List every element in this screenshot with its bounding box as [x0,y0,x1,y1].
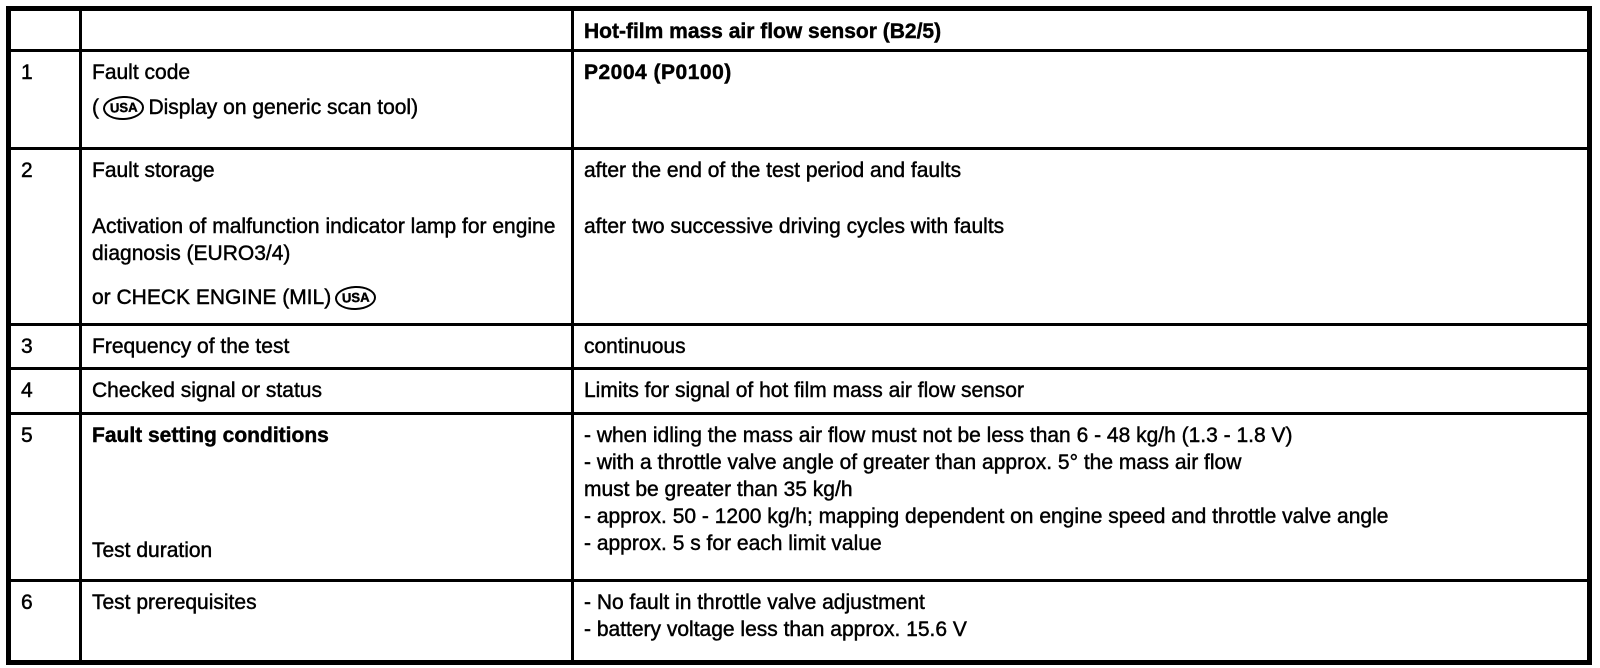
table-row-frequency: 3 Frequency of the test continuous [7,323,1591,370]
table-row-fault-storage: 2 Fault storage Activation of malfunctio… [7,147,1591,326]
driving-cycles-value: after two successive driving cycles with… [584,215,1005,238]
usa-badge-icon: USA [102,95,145,122]
check-engine-label: or CHECK ENGINE (MIL)USA [92,284,561,312]
test-duration-label: Test duration [92,539,213,562]
row2-value-cell: after the end of the test period and fau… [571,147,1591,326]
usa-badge-icon: USA [334,285,378,312]
mil-activation-label: Activation of malfunction indicator lamp… [92,215,556,265]
row5-label-cell: Fault setting conditions Test duration [79,412,574,582]
table-row-test-prerequisites: 6 Test prerequisites - No fault in throt… [7,579,1591,664]
test-prerequisites-label: Test prerequisites [92,591,257,614]
check-engine-text: or CHECK ENGINE (MIL) [92,286,332,309]
row4-value-cell: Limits for signal of hot film mass air f… [571,367,1591,415]
header-title-cell: Hot-film mass air flow sensor (B2/5) [571,7,1591,52]
sensor-title: Hot-film mass air flow sensor (B2/5) [584,20,942,43]
row4-label-cell: Checked signal or status [79,367,574,415]
row1-number-cell: 1 [7,49,82,150]
frequency-value: continuous [584,335,686,358]
row3-number-cell: 3 [7,323,82,370]
fault-setting-line: - when idling the mass air flow must not… [584,424,1293,447]
table-row-fault-setting: 5 Fault setting conditions Test duration… [7,412,1591,582]
row3-value-cell: continuous [571,323,1591,370]
fault-diagnosis-table: Hot-film mass air flow sensor (B2/5) 1 F… [6,6,1592,665]
table-header-row: Hot-film mass air flow sensor (B2/5) [7,7,1591,52]
frequency-label: Frequency of the test [92,335,290,358]
row6-number-cell: 6 [7,579,82,664]
row2-number-cell: 2 [7,147,82,326]
test-duration-value: - approx. 5 s for each limit value [584,532,882,555]
prerequisite-line: - battery voltage less than approx. 15.6… [584,618,967,641]
row6-value-cell: - No fault in throttle valve adjustment … [571,579,1591,664]
row6-label-cell: Test prerequisites [79,579,574,664]
prerequisite-line: - No fault in throttle valve adjustment [584,591,925,614]
row5-number-cell: 5 [7,412,82,582]
row4-number-cell: 4 [7,367,82,415]
paren-open: ( [92,96,99,119]
row5-value-cell: - when idling the mass air flow must not… [571,412,1591,582]
scan-tool-text: Display on generic scan tool) [148,96,419,119]
table-row-checked-signal: 4 Checked signal or status Limits for si… [7,367,1591,415]
checked-signal-value: Limits for signal of hot film mass air f… [584,379,1024,402]
row3-label-cell: Frequency of the test [79,323,574,370]
fault-setting-line: must be greater than 35 kg/h [584,478,853,501]
fault-setting-line: - with a throttle valve angle of greater… [584,451,1242,474]
fault-storage-label: Fault storage [92,159,215,182]
fault-code-label: Fault code [92,61,191,84]
row2-label-cell: Fault storage Activation of malfunction … [79,147,574,326]
header-empty-cell-2 [79,7,574,52]
fault-storage-value: after the end of the test period and fau… [584,159,962,182]
fault-code-value: P2004 (P0100) [571,49,1591,150]
fault-setting-label: Fault setting conditions [92,424,329,447]
fault-setting-line: - approx. 50 - 1200 kg/h; mapping depend… [584,505,1389,528]
header-empty-cell-1 [7,7,82,52]
checked-signal-label: Checked signal or status [92,379,322,402]
